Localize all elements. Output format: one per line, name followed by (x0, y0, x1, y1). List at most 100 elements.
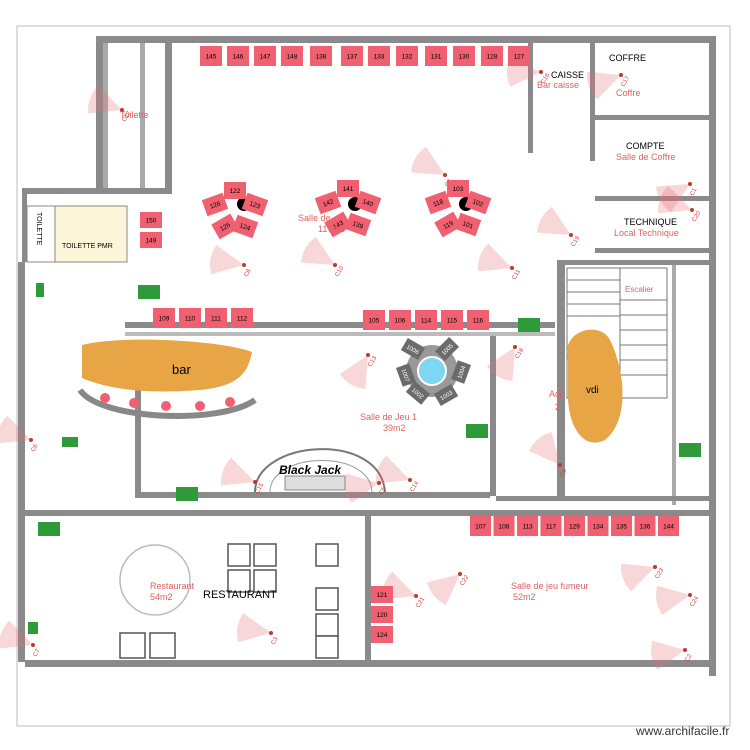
slot-machine-119: 119 (434, 211, 462, 238)
svg-text:142: 142 (322, 198, 335, 208)
camera-C20: C20 (658, 185, 703, 223)
slot-machine-148: 148 (281, 46, 303, 66)
svg-text:117: 117 (546, 524, 557, 531)
camera-C12: C12 (88, 85, 133, 123)
slot-machine-139: 139 (344, 212, 372, 237)
svg-text:107: 107 (475, 524, 486, 531)
svg-text:119: 119 (442, 220, 455, 231)
toilette-box (26, 205, 56, 263)
svg-text:122: 122 (230, 188, 241, 195)
label-local-technique: Local Technique (614, 228, 679, 238)
svg-text:C3: C3 (271, 636, 280, 646)
svg-text:1004: 1004 (457, 365, 467, 380)
slot-machine-109: 109 (153, 308, 175, 328)
label-vdi: vdi (586, 385, 599, 396)
slot-machine-118: 118 (424, 190, 452, 215)
restaurant-tables (119, 543, 339, 659)
slot-machine-129: 129 (564, 516, 585, 536)
camera-C13: C13 (339, 353, 379, 389)
slot-machine-131: 131 (425, 46, 447, 66)
svg-text:114: 114 (421, 318, 432, 325)
camera-C19: C19 (537, 206, 582, 248)
slot-machine-143: 143 (324, 211, 352, 238)
roulette-seat-1002: 1002 (405, 381, 431, 405)
svg-text:125: 125 (219, 221, 232, 233)
slot-machine-102: 102 (464, 190, 492, 215)
roulette-seat-1003: 1003 (433, 383, 459, 407)
camera-C5: C5 (345, 473, 388, 503)
plan-border (16, 25, 731, 727)
slot-machine-142: 142 (314, 190, 342, 215)
svg-text:148: 148 (287, 54, 298, 61)
slot-machine-147: 147 (254, 46, 276, 66)
camera-C6: C6 (0, 415, 40, 453)
slot-machine-146: 146 (227, 46, 249, 66)
slot-machine-124: 124 (231, 214, 259, 239)
label-salle-fumeur-area: 52m2 (513, 592, 536, 602)
svg-text:109: 109 (159, 316, 170, 323)
label-salle-fumeur: Salle de jeu fumeur (511, 581, 589, 591)
slot-machine-136: 136 (634, 516, 656, 536)
slot-machine-137: 137 (341, 46, 363, 66)
svg-text:128: 128 (487, 54, 498, 61)
svg-text:110: 110 (185, 316, 196, 323)
svg-text:C24: C24 (690, 595, 701, 608)
slot-machine-123: 123 (241, 192, 269, 217)
svg-text:108: 108 (499, 524, 510, 531)
roulette-seat-1007: 1007 (396, 363, 416, 387)
svg-text:C12: C12 (122, 110, 133, 123)
camera-C15: C15 (221, 457, 266, 495)
slot-machine-101: 101 (454, 212, 482, 237)
svg-text:116: 116 (473, 318, 484, 325)
svg-text:150: 150 (146, 218, 157, 225)
slot-machine-116: 116 (467, 310, 489, 330)
slot-machine-114: 114 (415, 310, 437, 330)
label-coffre-red: Coffre (616, 88, 640, 98)
label-black-jack: Black Jack (279, 463, 342, 477)
slot-machine-113: 113 (517, 516, 538, 536)
svg-text:131: 131 (431, 54, 442, 61)
slot-machine-106: 106 (389, 310, 411, 330)
label-salle-main: Salle de (298, 213, 331, 223)
svg-text:105: 105 (369, 318, 380, 325)
svg-text:C11: C11 (512, 268, 523, 281)
slot-machine-112: 112 (231, 308, 253, 328)
svg-text:127: 127 (514, 54, 525, 61)
slot-machine-110: 110 (179, 308, 201, 328)
svg-text:121: 121 (377, 592, 388, 599)
svg-text:C20: C20 (692, 210, 703, 223)
slot-machine-135: 135 (611, 516, 632, 536)
watermark: www.archifacile.fr (636, 724, 730, 738)
svg-text:C7: C7 (33, 648, 42, 658)
slot-machine-120: 120 (371, 606, 393, 623)
svg-text:C9: C9 (560, 468, 569, 478)
svg-text:1007: 1007 (399, 368, 409, 383)
svg-text:111: 111 (211, 316, 221, 323)
slot-machine-150: 150 (140, 212, 162, 228)
slot-machine-134: 134 (587, 516, 609, 536)
camera-C9: C9 (528, 432, 569, 478)
label-technique: TECHNIQUE (624, 217, 677, 227)
label-toilette-pmr: TOILETTE PMR (62, 243, 113, 250)
slot-machine-144: 144 (658, 516, 679, 536)
vdi-area (566, 329, 623, 443)
svg-text:132: 132 (402, 54, 413, 61)
svg-text:141: 141 (343, 186, 354, 193)
svg-text:C19: C19 (571, 235, 582, 248)
camera-C22: C22 (427, 572, 471, 606)
camera-C17: C17 (587, 71, 632, 100)
slot-machine-103: 103 (447, 180, 469, 197)
slot-machine-141: 141 (337, 180, 359, 197)
slot-machine-121: 121 (371, 586, 393, 603)
exit-signs (28, 283, 701, 634)
svg-text:115: 115 (447, 318, 458, 325)
svg-text:144: 144 (663, 524, 674, 531)
roulette-seat-1006: 1006 (400, 337, 426, 361)
label-salle-jeu1-area: 39m2 (383, 423, 406, 433)
roulette-seat-1004: 1004 (451, 360, 471, 384)
label-restaurant: RESTAURANT (203, 589, 277, 601)
toilette-pmr-box (54, 205, 128, 263)
blackjack-table (254, 448, 386, 493)
